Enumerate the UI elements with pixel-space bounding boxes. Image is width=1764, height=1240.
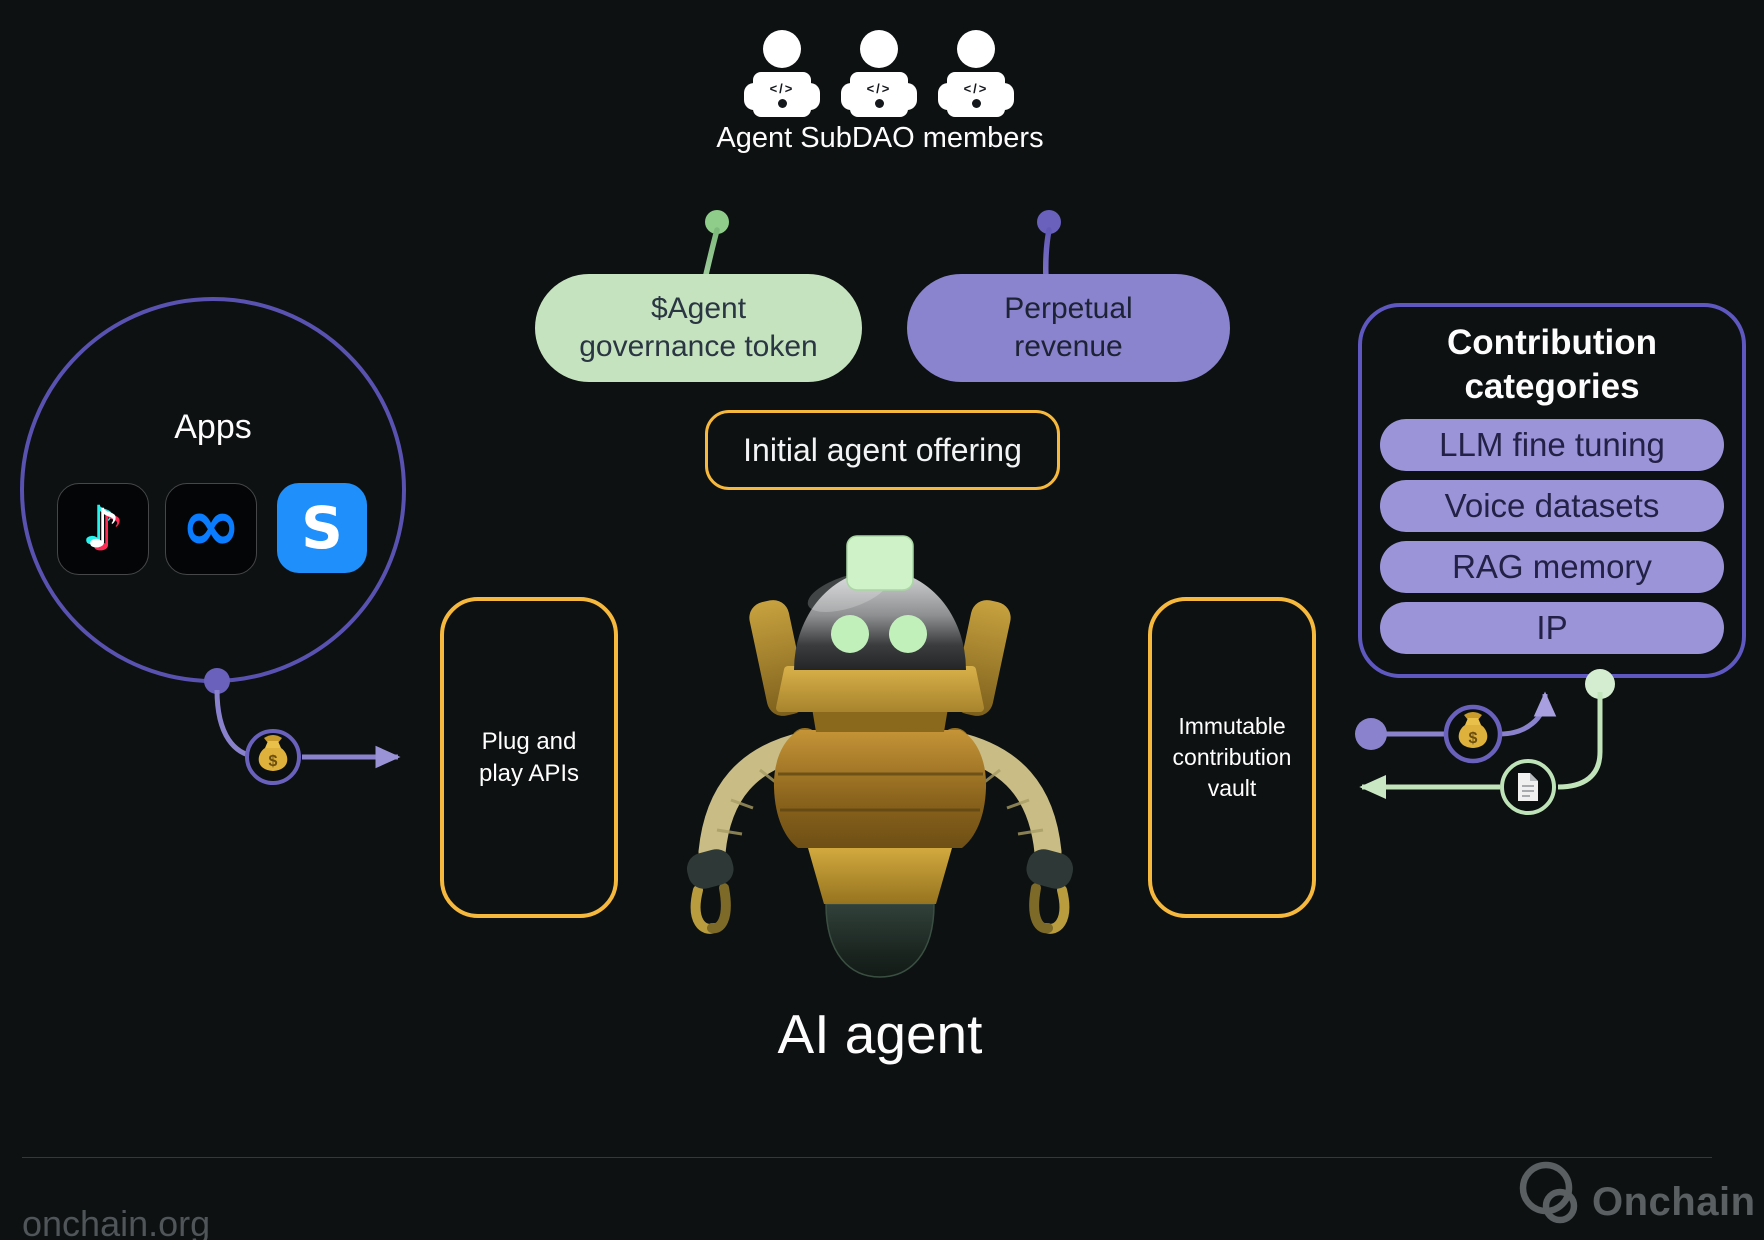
robot-right-eye (889, 615, 927, 653)
robot-glass-bowl (825, 903, 935, 978)
robot-body (773, 730, 987, 848)
member-head-icon (763, 30, 801, 68)
member-dot (971, 99, 981, 108)
governance-flow-dot (705, 210, 729, 234)
plug-and-play-apis-label: Plug and play APIs (478, 727, 580, 787)
revenue-flow-dot (1037, 210, 1061, 234)
apps-title: Apps (174, 408, 252, 446)
tiktok-glyph-cyan: ♪ (81, 494, 117, 557)
contribution-categories-title: Contribution categories (1447, 323, 1657, 406)
governance-token-pill: $Agent governance token (535, 274, 862, 382)
members-label: Agent SubDAO members (716, 122, 1044, 154)
code-icon: </> (769, 81, 795, 96)
member-laptop-icon: </> (753, 72, 811, 117)
contribution-categories-box: Contribution categories LLM fine tuning … (1358, 303, 1746, 678)
member-dot (777, 99, 787, 108)
s-app-icon: S (277, 483, 367, 573)
robot-right-hand (1026, 849, 1074, 889)
tiktok-glyph-white: ♪ (85, 497, 121, 560)
tiktok-icon: ♪ ♪ ♪ (57, 483, 149, 575)
moneybag-to-categories-arrow (1499, 691, 1557, 737)
apps-flow-dot (204, 668, 230, 694)
onchain-logo-icon (1519, 1161, 1578, 1224)
member-laptop-icon: </> (850, 72, 908, 117)
perpetual-revenue-label: Perpetual revenue (1004, 292, 1133, 363)
ai-agent-title: AI agent (777, 1003, 983, 1065)
member-dot (874, 99, 884, 108)
footer-url: onchain.org (22, 1203, 211, 1240)
immutable-contribution-vault-label: Immutable contribution vault (1172, 713, 1292, 801)
document-icon (1500, 759, 1556, 815)
plug-and-play-apis-box: Plug and play APIs (440, 597, 618, 918)
immutable-contribution-vault-box: Immutable contribution vault (1148, 597, 1316, 918)
meta-icon: ∞ (165, 483, 257, 575)
footer-divider (22, 1157, 1712, 1158)
category-pill-ip: IP (1380, 602, 1724, 654)
onchain-brand-name: Onchain (1592, 1180, 1756, 1224)
code-icon: </> (866, 81, 892, 96)
category-pill-rag: RAG memory (1380, 541, 1724, 593)
dollar-glyph: $ (1469, 730, 1478, 747)
subdao-member-icon: </> (938, 30, 1014, 118)
subdao-member-icon: </> (744, 30, 820, 118)
meta-infinity-glyph: ∞ (181, 483, 241, 567)
s-app-glyph: S (301, 494, 343, 562)
ai-agent-robot-illustration (686, 535, 1074, 978)
money-bag-icon: $ (1443, 704, 1503, 764)
categories-flow-dot (1585, 669, 1615, 699)
member-head-icon (957, 30, 995, 68)
money-bag-icon: $ (245, 729, 301, 785)
code-icon: </> (963, 81, 989, 96)
categories-to-document-line (1557, 692, 1603, 790)
initial-agent-offering-box: Initial agent offering (705, 410, 1060, 490)
initial-agent-offering-label: Initial agent offering (743, 431, 1022, 468)
dollar-glyph: $ (269, 753, 278, 770)
category-pill-llm: LLM fine tuning (1380, 419, 1724, 471)
robot-left-eye (831, 615, 869, 653)
robot-skirt (808, 848, 952, 904)
perpetual-revenue-pill: Perpetual revenue (907, 274, 1230, 382)
member-head-icon (860, 30, 898, 68)
category-pill-voice: Voice datasets (1380, 480, 1724, 532)
tiktok-glyph-red: ♪ (89, 500, 125, 563)
subdao-member-icon: </> (841, 30, 917, 118)
member-laptop-icon: </> (947, 72, 1005, 117)
robot-head-chip (846, 535, 914, 591)
governance-token-label: $Agent governance token (579, 292, 818, 363)
robot-left-hand (686, 849, 734, 889)
